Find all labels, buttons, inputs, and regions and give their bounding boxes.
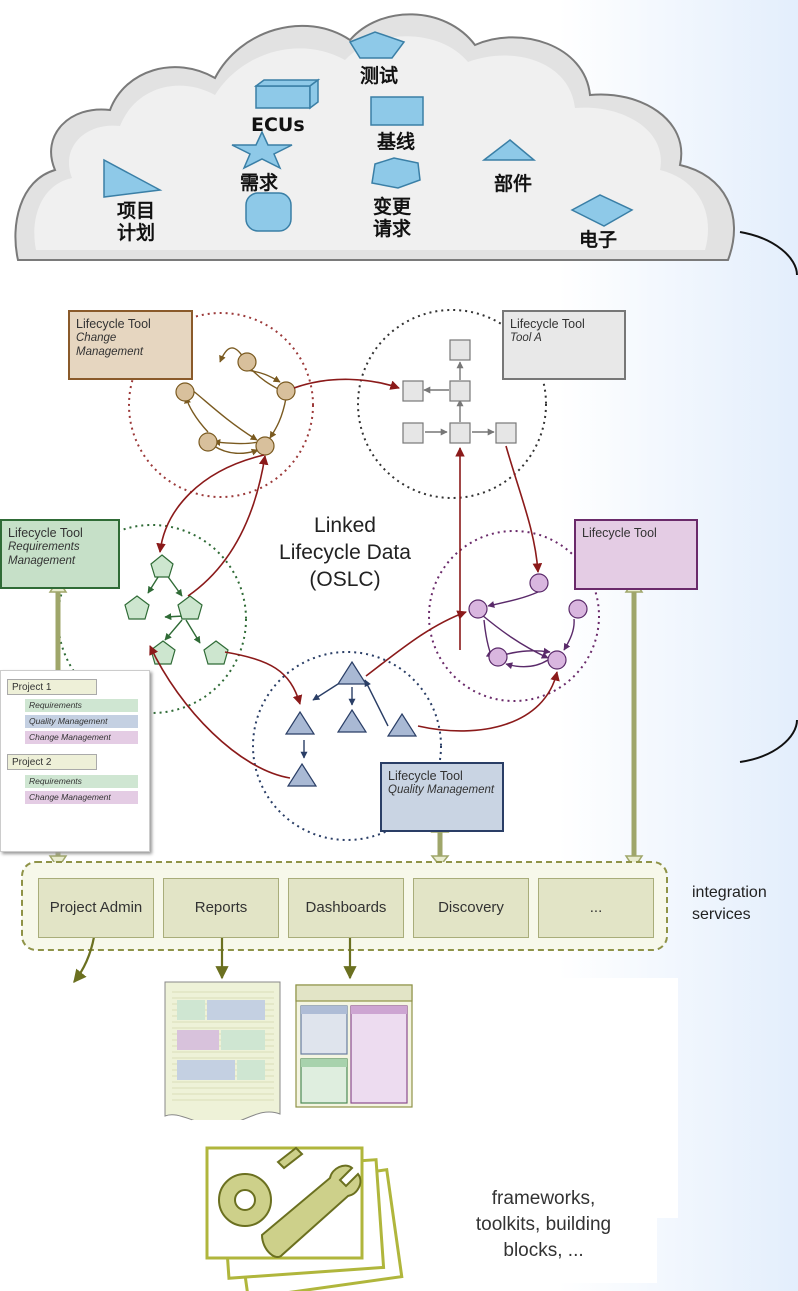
linked-lifecycle-data-label: Linked Lifecycle Data (OSLC) bbox=[255, 512, 435, 593]
project-plan-line1: 项目 bbox=[117, 200, 156, 222]
cloud-label-baseline: 基线 bbox=[377, 131, 416, 153]
oslc-links bbox=[149, 378, 560, 779]
frameworks-line2: toolkits, building bbox=[475, 1214, 612, 1235]
frameworks-label: frameworks, toolkits, building blocks, .… bbox=[430, 1180, 657, 1283]
dashboard-illustration bbox=[295, 984, 413, 1108]
tool-change-management: Lifecycle Tool Change Management bbox=[68, 310, 193, 380]
cloud-label-electronics: 电子 bbox=[579, 229, 618, 251]
project2-item: Change Management bbox=[25, 791, 138, 804]
cloud-label-component: 部件 bbox=[494, 173, 533, 195]
side-label-line2: services bbox=[692, 906, 751, 923]
cloud-label-test: 测试 bbox=[360, 65, 399, 87]
quality-graph bbox=[284, 660, 418, 787]
center-line2: Lifecycle Data bbox=[279, 541, 411, 564]
cloud-label-ecus: ECUs bbox=[251, 114, 305, 136]
center-line1: Linked bbox=[314, 514, 376, 537]
frameworks-backdrop bbox=[470, 978, 678, 1218]
cloud-label-requirement: 需求 bbox=[240, 172, 279, 194]
tool-title: Lifecycle Tool bbox=[388, 769, 463, 783]
toolkit-illustration bbox=[192, 1120, 422, 1291]
service-dashboards: Dashboards bbox=[288, 878, 404, 938]
reports-page-illustration bbox=[164, 981, 281, 1127]
cloud-label-change-request: 变更 请求 bbox=[373, 196, 411, 240]
service-more: ... bbox=[538, 878, 654, 938]
purple-graph bbox=[468, 573, 588, 670]
cloud-shapes bbox=[103, 31, 634, 232]
purple-circle bbox=[428, 530, 600, 702]
tool-a: Lifecycle Tool Tool A bbox=[502, 310, 626, 380]
tool-purple: Lifecycle Tool bbox=[574, 519, 698, 590]
project-admin-panel: Project 1 Requirements Quality Managemen… bbox=[0, 670, 150, 852]
service-output-arrows bbox=[73, 936, 357, 984]
integration-services-label: integration services bbox=[692, 882, 767, 926]
project-plan-line2: 计划 bbox=[117, 222, 156, 244]
side-label-line1: integration bbox=[692, 884, 767, 901]
tool-title: Lifecycle Tool bbox=[8, 526, 83, 540]
change-circle bbox=[128, 312, 314, 498]
center-line3: (OSLC) bbox=[309, 568, 381, 591]
change-request-line1: 变更 bbox=[373, 196, 412, 218]
requirements-graph bbox=[124, 554, 229, 665]
tool-requirements-management: Lifecycle Tool Requirements Management bbox=[0, 519, 120, 589]
change-request-line2: 请求 bbox=[373, 218, 412, 240]
frameworks-line1: frameworks, bbox=[491, 1188, 596, 1209]
tool-subtitle: Change Management bbox=[76, 332, 144, 358]
bracket-bottom bbox=[739, 719, 798, 763]
tool-quality-management: Lifecycle Tool Quality Management bbox=[380, 762, 504, 832]
toola-graph bbox=[402, 339, 517, 444]
frameworks-line3: blocks, ... bbox=[503, 1240, 584, 1261]
tool-title: Lifecycle Tool bbox=[582, 526, 657, 540]
service-project-admin: Project Admin bbox=[38, 878, 154, 938]
service-reports: Reports bbox=[163, 878, 279, 938]
tool-subtitle: Quality Management bbox=[388, 784, 495, 796]
change-graph bbox=[175, 347, 296, 456]
toola-circle bbox=[357, 309, 547, 499]
project1-header: Project 1 bbox=[7, 679, 97, 695]
project2-header: Project 2 bbox=[7, 754, 97, 770]
tool-title: Lifecycle Tool bbox=[76, 317, 151, 331]
tool-title: Lifecycle Tool bbox=[510, 317, 585, 331]
tool-subtitle: Requirements Management bbox=[8, 541, 80, 567]
project2-item: Requirements bbox=[25, 775, 138, 788]
service-discovery: Discovery bbox=[413, 878, 529, 938]
project1-item: Change Management bbox=[25, 731, 138, 744]
quality-circle bbox=[252, 651, 442, 841]
project1-item: Quality Management bbox=[25, 715, 138, 728]
tool-subtitle: Tool A bbox=[510, 332, 542, 344]
cloud-label-project-plan: 项目 计划 bbox=[117, 200, 155, 244]
bracket-top bbox=[739, 231, 798, 276]
project1-item: Requirements bbox=[25, 699, 138, 712]
cloud bbox=[14, 13, 735, 261]
